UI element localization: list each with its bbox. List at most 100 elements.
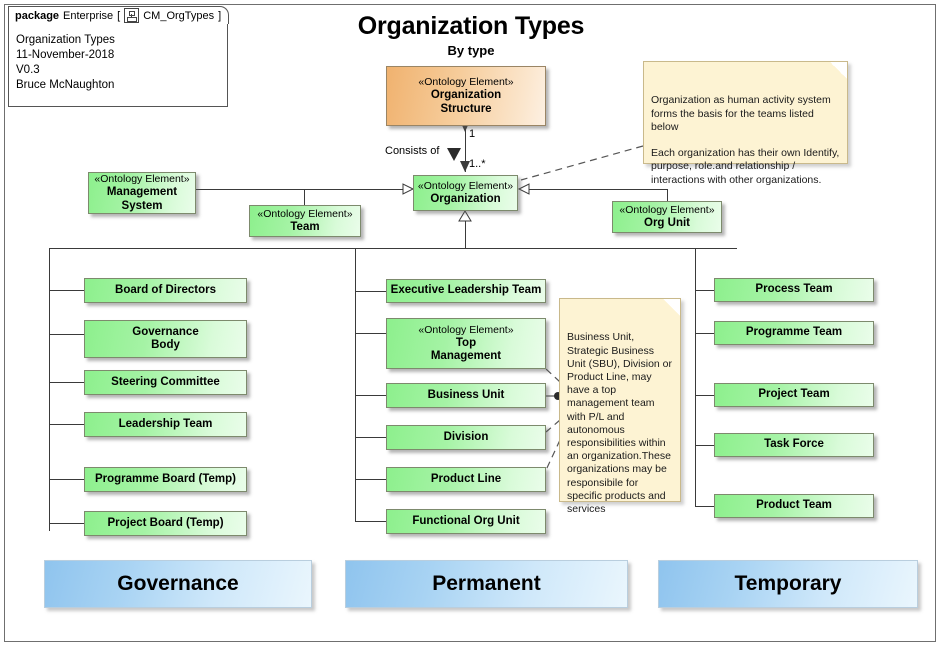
node-label: Leadership Team <box>118 417 213 430</box>
node-stereotype: «Ontology Element» <box>418 323 514 336</box>
stub-temporary-2 <box>695 333 715 334</box>
node-stereotype: «Ontology Element» <box>418 76 514 88</box>
stub-temporary-5 <box>695 506 715 507</box>
node-programme-board-temp[interactable]: Programme Board (Temp) <box>84 467 247 492</box>
stub-temporary-4 <box>695 445 715 446</box>
node-organization-structure[interactable]: «Ontology Element» Organization Structur… <box>386 66 546 126</box>
package-diagram-name: CM_OrgTypes <box>143 9 215 22</box>
banner-temporary[interactable]: Temporary <box>658 560 918 608</box>
stub-permanent-5 <box>355 479 386 480</box>
node-stereotype: «Ontology Element» <box>257 207 353 220</box>
node-stereotype: «Ontology Element» <box>417 179 514 192</box>
node-product-line[interactable]: Product Line <box>386 467 546 492</box>
node-process-team[interactable]: Process Team <box>714 278 874 302</box>
stub-temporary-1 <box>695 290 715 291</box>
stub-permanent-3 <box>355 395 386 396</box>
bracket-open: [ <box>117 9 121 22</box>
connector-main-spine <box>49 248 736 249</box>
connector-temporary-spine <box>695 248 696 506</box>
connector-governance-spine <box>49 248 50 531</box>
node-label: Team <box>290 220 320 233</box>
banner-permanent[interactable]: Permanent <box>345 560 628 608</box>
banner-label: Permanent <box>432 572 541 595</box>
node-leadership-team[interactable]: Leadership Team <box>84 412 247 437</box>
package-diagram-icon <box>124 8 140 23</box>
note-text: Business Unit, Strategic Business Unit (… <box>567 331 673 516</box>
connector-permanent-spine <box>355 248 356 521</box>
stub-temporary-3 <box>695 395 715 396</box>
node-label: Management System <box>106 186 178 212</box>
banner-label: Governance <box>117 572 239 595</box>
node-management-system[interactable]: «Ontology Element» Management System <box>88 172 196 214</box>
note-fold-icon <box>663 298 681 316</box>
package-keyword: package <box>15 9 60 22</box>
note-text: Organization as human activity system fo… <box>651 94 840 186</box>
connector-orgunit-organization-v <box>667 189 668 201</box>
node-label: Product Team <box>756 499 832 512</box>
stub-governance-1 <box>49 290 84 291</box>
stub-governance-4 <box>49 424 84 425</box>
node-division[interactable]: Division <box>386 425 546 450</box>
node-label: Steering Committee <box>111 375 220 388</box>
node-organization[interactable]: «Ontology Element» Organization <box>413 175 518 211</box>
node-label: Product Line <box>430 472 502 485</box>
connector-team-riser <box>304 189 305 205</box>
node-label: Programme Team <box>745 326 843 339</box>
note-organization[interactable]: Organization as human activity system fo… <box>643 61 848 186</box>
node-project-team[interactable]: Project Team <box>714 383 874 407</box>
multiplicity-target: 1..* <box>469 158 486 170</box>
package-metadata: Organization Types 11-November-2018 V0.3… <box>16 34 115 91</box>
stub-governance-3 <box>49 382 84 383</box>
association-label: Consists of <box>385 145 440 157</box>
stub-governance-2 <box>49 334 84 335</box>
multiplicity-source: 1 <box>469 128 476 140</box>
node-label: Process Team <box>755 283 833 296</box>
node-label: Project Board (Temp) <box>107 516 224 529</box>
node-label: Governance Body <box>132 325 199 352</box>
page-title: Organization Types <box>357 12 585 40</box>
note-business-unit[interactable]: Business Unit, Strategic Business Unit (… <box>559 298 681 515</box>
page-subtitle: By type <box>447 43 495 58</box>
node-steering-committee[interactable]: Steering Committee <box>84 370 247 395</box>
connector-organization-spine <box>465 218 466 248</box>
node-product-team[interactable]: Product Team <box>714 494 874 518</box>
node-label: Top Management <box>430 336 502 363</box>
node-label: Organization Structure <box>430 89 502 115</box>
node-org-unit[interactable]: «Ontology Element» Org Unit <box>612 201 722 233</box>
stub-permanent-2 <box>355 333 386 334</box>
node-task-force[interactable]: Task Force <box>714 433 874 457</box>
node-label: Executive Leadership Team <box>390 284 542 297</box>
node-board-of-directors[interactable]: Board of Directors <box>84 278 247 303</box>
package-body <box>8 23 228 107</box>
stub-permanent-4 <box>355 437 386 438</box>
stub-governance-5 <box>49 479 84 480</box>
connector-orgunit-organization-h <box>520 189 667 190</box>
node-governance-body[interactable]: Governance Body <box>84 320 247 358</box>
node-functional-org-unit[interactable]: Functional Org Unit <box>386 509 546 534</box>
node-label: Organization <box>430 192 501 205</box>
node-label: Business Unit <box>427 388 505 401</box>
connector-spine-cap <box>736 248 737 249</box>
node-business-unit[interactable]: Business Unit <box>386 383 546 408</box>
stub-permanent-6 <box>355 521 386 522</box>
package-tab[interactable]: package Enterprise [ CM_OrgTypes ] <box>8 6 230 24</box>
node-project-board-temp[interactable]: Project Board (Temp) <box>84 511 247 536</box>
node-label: Project Team <box>758 388 830 401</box>
node-team[interactable]: «Ontology Element» Team <box>249 205 361 237</box>
node-label: Org Unit <box>644 216 690 229</box>
node-programme-team[interactable]: Programme Team <box>714 321 874 345</box>
banner-governance[interactable]: Governance <box>44 560 312 608</box>
note-fold-icon <box>830 61 848 79</box>
node-top-management[interactable]: «Ontology Element» Top Management <box>386 318 546 369</box>
node-executive-leadership-team[interactable]: Executive Leadership Team <box>386 279 546 303</box>
node-stereotype: «Ontology Element» <box>94 173 190 185</box>
connector-orgstructure-organization <box>465 128 466 172</box>
bracket-close: ] <box>218 9 222 22</box>
node-label: Programme Board (Temp) <box>94 472 236 485</box>
package-name: Enterprise <box>63 9 114 22</box>
node-label: Task Force <box>764 438 824 451</box>
node-stereotype: «Ontology Element» <box>619 203 715 216</box>
node-label: Board of Directors <box>115 283 216 296</box>
banner-label: Temporary <box>734 572 842 595</box>
